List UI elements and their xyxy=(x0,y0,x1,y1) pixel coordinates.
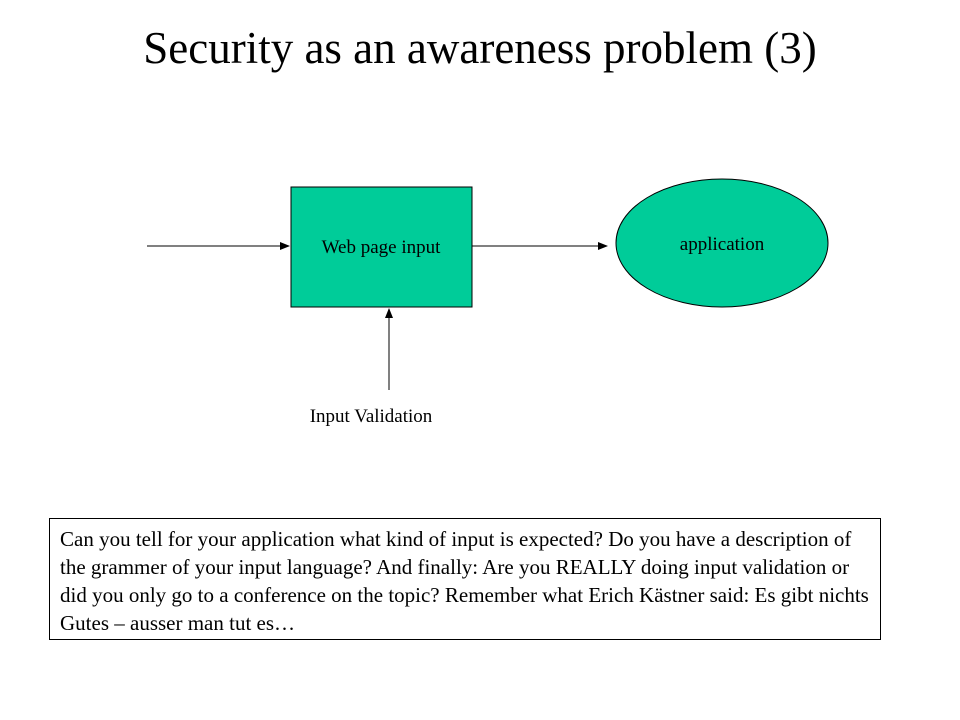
application-label: application xyxy=(680,234,765,255)
slide-title: Security as an awareness problem (3) xyxy=(143,23,817,73)
input-validation-label: Input Validation xyxy=(310,406,433,427)
application-ellipse xyxy=(615,178,829,308)
web-page-input-label: Web page input xyxy=(322,237,441,258)
web-page-input-box xyxy=(290,186,473,308)
note-box: Can you tell for your application what k… xyxy=(49,518,881,640)
note-text: Can you tell for your application what k… xyxy=(60,527,869,635)
